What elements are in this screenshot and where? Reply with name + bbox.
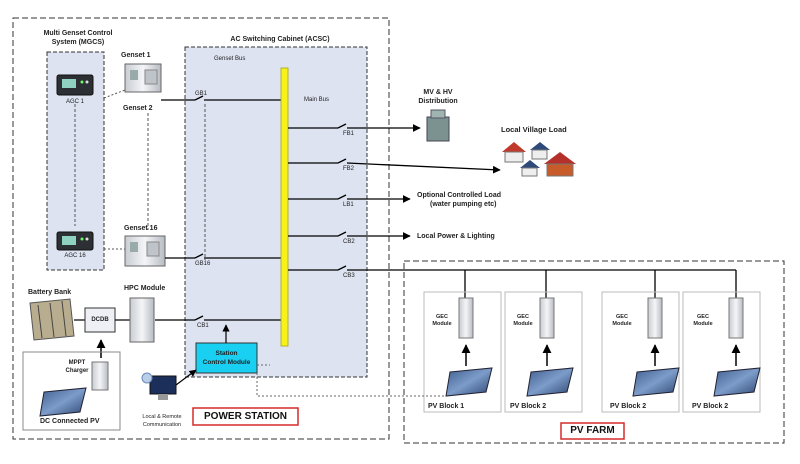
pv-farm-boundary <box>403 260 785 444</box>
breaker-cb3-label: CB3 <box>343 273 355 279</box>
power-station-label: POWER STATION <box>204 411 287 422</box>
computer-icon <box>141 372 177 400</box>
village-houses-icon <box>502 142 576 177</box>
genset2-label: Genset 2 <box>123 105 153 112</box>
gec2-line1: GEC <box>517 314 529 320</box>
pv-block-1-label: PV Block 1 <box>428 403 465 410</box>
pv-block-3-label: PV Block 2 <box>610 403 647 410</box>
optional-load-line2: (water pumping etc) <box>430 201 497 208</box>
acsc-title: AC Switching Cabinet (ACSC) <box>230 36 330 43</box>
pv-block-group-1 <box>423 291 502 413</box>
hpc-module <box>129 297 155 343</box>
transformer-icon <box>426 109 450 142</box>
gec2-line2: Module <box>513 321 533 327</box>
power-station-label-box <box>192 407 299 426</box>
breaker-cb2-label: CB2 <box>343 239 355 245</box>
station-control-module <box>195 342 258 374</box>
pv-block-group-4 <box>682 291 761 413</box>
main-bus-bar <box>280 67 289 347</box>
station-control-line2: Control Module <box>202 359 251 366</box>
dc-pv-label: DC Connected PV <box>40 418 100 425</box>
genset-16 <box>124 235 166 267</box>
pv-block-4-label: PV Block 2 <box>692 403 729 410</box>
breaker-gb1-label: GB1 <box>195 91 208 97</box>
gec3-line2: Module <box>612 321 632 327</box>
genset-bus-label: Genset Bus <box>214 56 246 62</box>
battery-bank-label: Battery Bank <box>28 289 72 296</box>
pv-block-group-3 <box>601 291 680 413</box>
battery-bank <box>29 298 75 341</box>
acsc-panel <box>184 46 368 378</box>
mppt-line1: MPPT <box>68 360 86 366</box>
comm-line1: Local & Remote <box>142 414 182 420</box>
mgcs-title-line1: Multi Genset Control <box>43 30 113 37</box>
breaker-fb2-label: FB2 <box>343 166 355 172</box>
gec1-line1: GEC <box>436 314 448 320</box>
agc1-label: AGC 1 <box>65 99 84 105</box>
genset-1 <box>124 63 162 93</box>
pv-block-2-label: PV Block 2 <box>510 403 547 410</box>
local-power-label: Local Power & Lighting <box>417 233 495 240</box>
breaker-gb16-label: GB16 <box>195 261 211 267</box>
dc-pv-panel <box>39 387 87 417</box>
dcdb-box <box>84 307 116 333</box>
genset1-label: Genset 1 <box>121 52 151 59</box>
power-station-boundary <box>12 17 390 440</box>
pv-block-group-2 <box>504 291 583 413</box>
gec1-line2: Module <box>432 321 452 327</box>
main-bus-label: Main Bus <box>304 97 330 103</box>
breaker-fb1-label: FB1 <box>343 131 355 137</box>
gec3-line1: GEC <box>616 314 628 320</box>
mv-hv-line1: MV & HV <box>423 89 453 96</box>
hpc-module-label: HPC Module <box>124 285 166 292</box>
station-control-line1: Station <box>215 350 238 357</box>
pv-farm-label-box <box>560 422 625 440</box>
mppt-charger <box>91 361 109 391</box>
mppt-line2: Charger <box>65 368 89 374</box>
breaker-cb1-label: CB1 <box>197 323 209 329</box>
agc16-label: AGC 16 <box>64 253 86 259</box>
genset16-label: Genset 16 <box>124 225 158 232</box>
gec4-line2: Module <box>693 321 713 327</box>
gec4-line1: GEC <box>697 314 709 320</box>
mgcs-title-line2: System (MGCS) <box>51 39 105 46</box>
mv-hv-line2: Distribution <box>418 98 458 105</box>
breaker-lb1-label: LB1 <box>343 202 354 208</box>
mppt-box <box>22 351 121 431</box>
pv-farm-label: PV FARM <box>570 425 615 436</box>
optional-load-line1: Optional Controlled Load <box>417 192 501 199</box>
dcdb-label: DCDB <box>91 317 109 323</box>
agc1-controller <box>56 74 94 96</box>
comm-line2: Communication <box>142 422 182 428</box>
agc16-controller <box>56 231 94 251</box>
village-load-label: Local Village Load <box>501 125 567 134</box>
